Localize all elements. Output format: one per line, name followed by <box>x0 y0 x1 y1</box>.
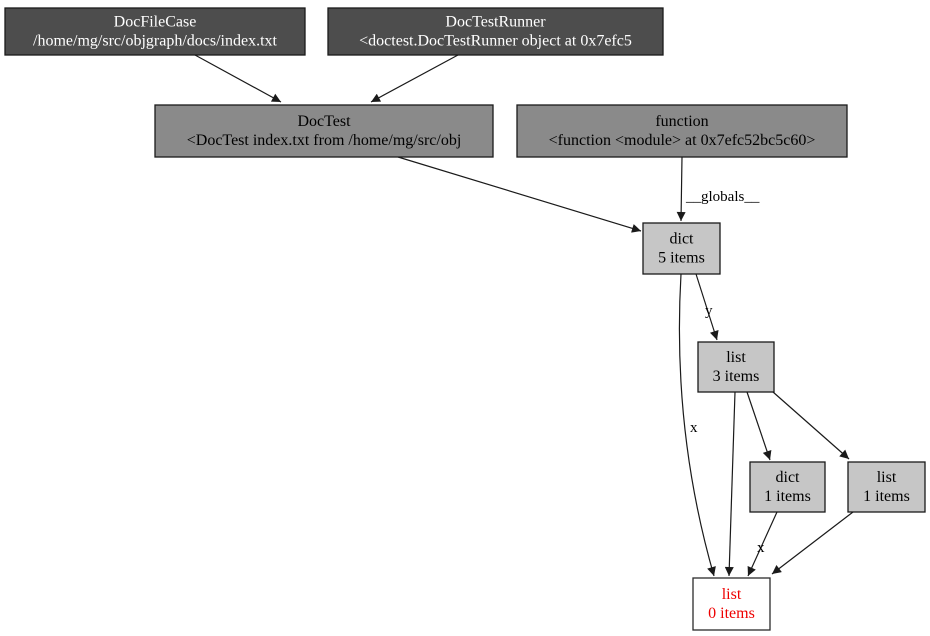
node-docfilecase-desc-label: /home/mg/src/objgraph/docs/index.txt <box>33 33 278 50</box>
edge-doctestrunner-doctest <box>370 54 459 103</box>
edge-label-dict5-list3: y <box>705 303 713 319</box>
edge-list3-list0 <box>724 391 736 577</box>
edge-list3-list1 <box>772 391 850 460</box>
node-doctestrunner-box <box>327 7 664 56</box>
node-list1-desc-label: 1 items <box>863 488 910 505</box>
node-dict1-type-label: dict <box>776 469 801 486</box>
edge-labels-layer: __globals__y x x <box>685 189 765 556</box>
node-doctest-desc-label: <DocTest index.txt from /home/mg/src/obj <box>187 132 462 149</box>
node-doctestrunner-desc-label: <doctest.DocTestRunner object at 0x7efc5 <box>359 33 632 50</box>
node-dict5-box <box>642 222 721 275</box>
node-list3-box <box>697 341 775 393</box>
node-list1-box <box>847 461 926 513</box>
edge-dict5-list0 <box>678 273 716 577</box>
edge-label-dict5-list0: x <box>690 420 698 436</box>
edge-function-dict5 <box>676 156 686 222</box>
node-list0-type-label: list <box>722 586 742 603</box>
node-docfilecase-box <box>4 7 306 56</box>
node-list0-desc-label: 0 items <box>708 605 755 622</box>
node-function-desc-label: <function <module> at 0x7efc52bc5c60> <box>549 132 816 149</box>
edge-doctest-dict5 <box>397 156 642 233</box>
nodes-layer: DocFileCase/home/mg/src/objgraph/docs/in… <box>4 7 926 631</box>
edge-list1-list0 <box>771 511 854 575</box>
node-doctest-type-label: DocTest <box>297 113 351 130</box>
node-dict1-desc-label: 1 items <box>764 488 811 505</box>
node-dict5-desc-label: 5 items <box>658 250 705 267</box>
edge-dict1-list0 <box>747 511 778 577</box>
edge-label-dict1-list0: x <box>757 540 765 556</box>
node-doctest-box <box>154 104 494 158</box>
node-list0-box <box>692 577 771 631</box>
node-list3-type-label: list <box>726 349 746 366</box>
node-docfilecase-type-label: DocFileCase <box>114 14 197 31</box>
edge-docfilecase-doctest <box>194 54 282 103</box>
node-list3-desc-label: 3 items <box>713 368 760 385</box>
node-list1-type-label: list <box>877 469 897 486</box>
edge-label-function-dict5: __globals__ <box>685 189 760 205</box>
edges-layer <box>194 54 854 577</box>
node-function-box <box>516 104 848 158</box>
edge-list3-dict1 <box>746 391 772 461</box>
node-dict5-type-label: dict <box>670 231 695 248</box>
node-doctestrunner-type-label: DocTestRunner <box>445 14 546 31</box>
node-function-type-label: function <box>655 113 708 130</box>
node-dict1-box <box>749 461 826 513</box>
edge-dict5-list3 <box>695 273 719 341</box>
